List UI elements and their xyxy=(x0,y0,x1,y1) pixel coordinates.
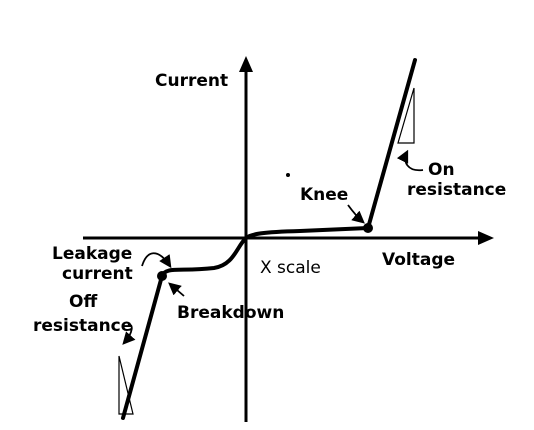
off-resistance-triangle xyxy=(118,355,134,415)
on-resistance-label-line2: resistance xyxy=(407,180,506,200)
voltage-axis-label: Voltage xyxy=(382,250,455,270)
knee-pointer xyxy=(347,204,365,224)
knee-point xyxy=(363,223,373,233)
knee-label: Knee xyxy=(300,185,348,205)
off-resistance-label-line1: Off xyxy=(69,292,97,312)
stray-dot xyxy=(286,173,290,177)
off-resistance-label-line2: resistance xyxy=(33,316,132,336)
y-axis-arrowhead xyxy=(239,56,253,72)
breakdown-label: Breakdown xyxy=(177,303,284,323)
breakdown-point xyxy=(157,271,167,281)
leakage-label-line2: current xyxy=(62,264,133,284)
on-resistance-triangle xyxy=(397,87,415,144)
leakage-pointer xyxy=(141,252,172,269)
off-resistance-pointer xyxy=(122,323,136,345)
iv-curve xyxy=(121,58,417,420)
x-scale-label: X scale xyxy=(260,258,321,278)
current-axis-label: Current xyxy=(155,71,228,91)
leakage-label-line1: Leakage xyxy=(52,244,132,264)
on-resistance-label-line1: On xyxy=(428,160,455,180)
x-axis-arrowhead xyxy=(478,231,494,245)
on-resistance-pointer xyxy=(396,149,424,172)
breakdown-pointer xyxy=(168,282,185,297)
